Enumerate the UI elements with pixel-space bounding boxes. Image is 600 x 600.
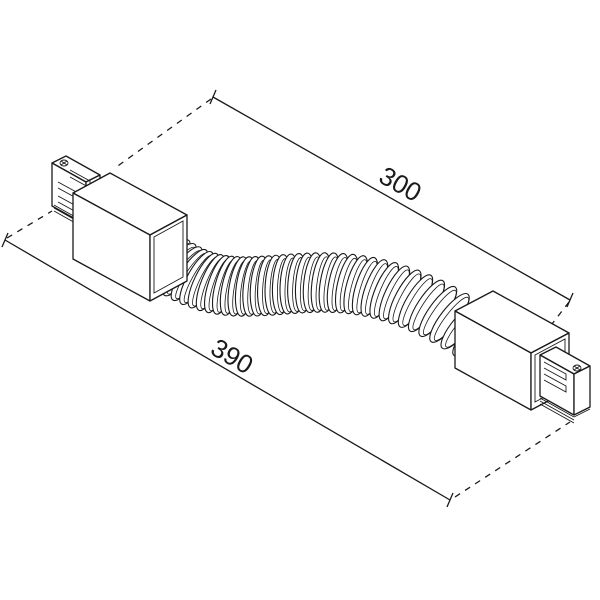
left-connector-housing [72,172,188,302]
dimension-line-300 [212,96,571,301]
right-screw-icon [572,364,582,372]
left-screw-icon [59,159,69,167]
dimension-line-390 [4,239,451,501]
right-track-adapter [539,346,591,424]
left-housing-opening [153,220,184,294]
dimension-tick-300-end [566,292,574,308]
dimension-300-group [114,89,574,334]
dimension-390-group [1,210,571,508]
dimension-tick-300-start [209,89,217,105]
dimension-tick-390-start [1,232,9,248]
extension-line-390-right [454,421,571,498]
dimension-tick-390-end [446,492,454,508]
extension-line-390-left [6,210,53,239]
extension-line-300-left [114,98,212,169]
